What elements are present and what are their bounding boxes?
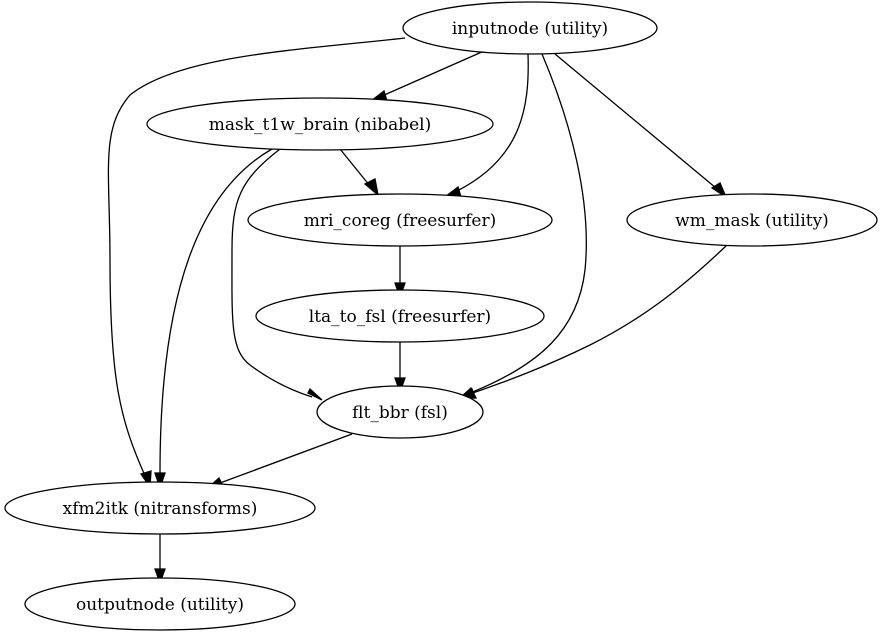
node-inputnode[interactable]: inputnode (utility) — [402, 1, 658, 55]
node-label: inputnode (utility) — [452, 19, 608, 39]
edge-mask_t1w_brain-mri_coreg — [339, 148, 379, 197]
node-label: wm_mask (utility) — [675, 211, 829, 231]
node-label: xfm2itk (nitransforms) — [63, 499, 258, 519]
node-wm_mask[interactable]: wm_mask (utility) — [626, 193, 878, 247]
node-mask_t1w_brain[interactable]: mask_t1w_brain (nibabel) — [146, 97, 494, 151]
edge-xfm2itk-outputnode — [154, 534, 166, 585]
edge-mask_t1w_brain-xfm2itk — [154, 148, 273, 491]
edge-inputnode-mask_t1w_brain — [369, 50, 485, 102]
edge-inputnode-wm_mask — [554, 53, 728, 199]
node-flt_bbr[interactable]: flt_bbr (fsl) — [316, 385, 484, 439]
edge-mask_t1w_brain-flt_bbr — [231, 148, 323, 401]
node-label: flt_bbr (fsl) — [352, 403, 448, 423]
node-mri_coreg[interactable]: mri_coreg (freesurfer) — [247, 193, 553, 247]
edge-lta_to_fsl-flt_bbr — [394, 342, 406, 394]
edge-flt_bbr-xfm2itk — [206, 433, 353, 489]
node-label: mask_t1w_brain (nibabel) — [209, 115, 431, 135]
node-xfm2itk[interactable]: xfm2itk (nitransforms) — [4, 481, 316, 535]
node-label: mri_coreg (freesurfer) — [304, 211, 497, 231]
node-label: lta_to_fsl (freesurfer) — [309, 307, 491, 327]
node-lta_to_fsl[interactable]: lta_to_fsl (freesurfer) — [255, 289, 545, 343]
node-outputnode[interactable]: outputnode (utility) — [24, 577, 296, 631]
node-label: outputnode (utility) — [76, 595, 244, 615]
